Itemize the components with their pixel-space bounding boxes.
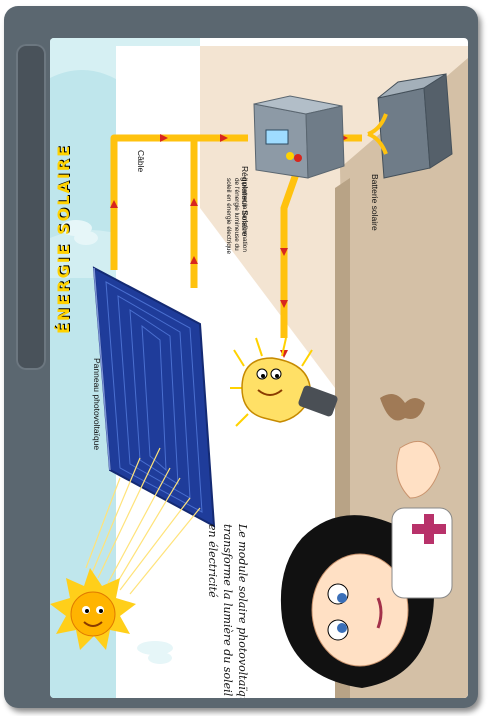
battery-label: Batterie solaire — [370, 174, 380, 231]
solar-panel — [92, 266, 216, 528]
scientist-character — [280, 440, 453, 688]
scene-illustration — [50, 38, 468, 698]
cloud-icon — [60, 220, 98, 245]
caption-text: Le module solaire photovoltaïque transfo… — [206, 524, 249, 698]
cable-label: Câble — [136, 150, 146, 173]
title-sidebar: ÉNERGIE SOLAIRE — [16, 44, 73, 370]
cloud-icon — [137, 641, 173, 664]
solar-battery — [367, 73, 453, 179]
solar-regulator — [253, 95, 345, 179]
current-arrows — [110, 134, 348, 358]
panel-label: Panneau photovoltaïque — [92, 358, 102, 451]
regulator-description: il permet la transformation de l'énergie… — [225, 178, 248, 255]
sun-icon — [50, 568, 136, 650]
sun-rays — [85, 447, 201, 595]
window-frame: Câble Panneau photovoltaïque Régulateur … — [4, 6, 478, 708]
page-title: ÉNERGIE SOLAIRE — [54, 143, 73, 334]
illustration-panel: Câble Panneau photovoltaïque Régulateur … — [50, 38, 468, 698]
lightbulb-icon — [230, 337, 338, 427]
